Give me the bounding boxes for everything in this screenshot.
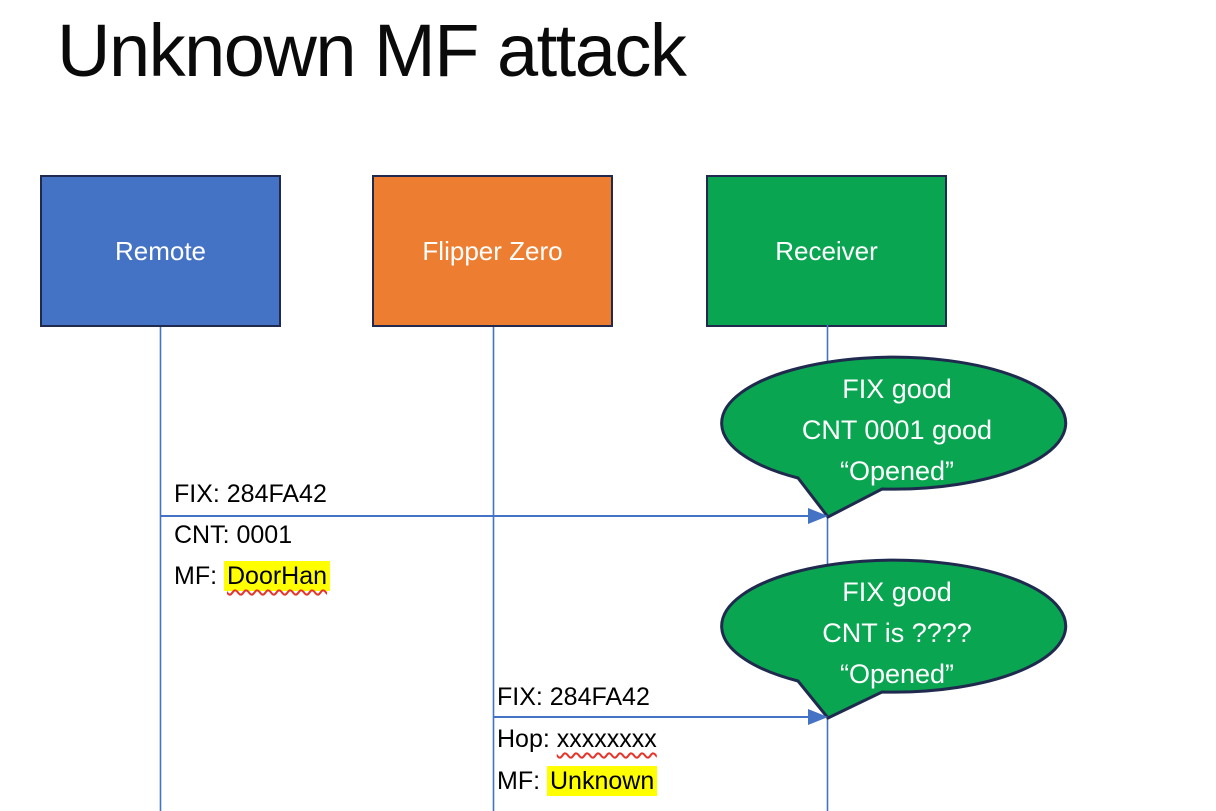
message-1-mf-highlighted-value: DoorHan xyxy=(224,561,331,591)
callout-bubble-2 xyxy=(720,558,1068,720)
slide-title: Unknown MF attack xyxy=(57,9,687,92)
message-2-arrowhead xyxy=(808,709,828,725)
callout-1-line-2: CNT 0001 good xyxy=(801,415,993,445)
callout-1-line-3: “Opened” xyxy=(839,456,955,486)
message-1-arrowhead xyxy=(808,508,828,524)
message-1-line-mf: MF: DoorHan xyxy=(174,556,331,597)
callout-2-line-2: CNT is ???? xyxy=(822,618,972,648)
message-2-line-mf: MF: Unknown xyxy=(497,760,658,802)
callout-2-line-1: FIX good xyxy=(842,577,952,607)
callout-bubble-1 xyxy=(720,355,1068,519)
callout-1-line-1: FIX good xyxy=(842,374,952,404)
message-2-line-fix: FIX: 284FA42 xyxy=(497,683,650,711)
message-2-line-hop: Hop: xxxxxxxx xyxy=(497,718,657,760)
message-2-label: FIX: 284FA42 Hop: xxxxxxxx MF: Unknown xyxy=(497,676,658,802)
message-2-mf-prefix: MF: xyxy=(497,767,547,795)
message-1-line-fix: FIX: 284FA42 xyxy=(174,480,327,508)
actor-label-remote: Remote xyxy=(114,235,207,266)
message-1-line-cnt: CNT: 0001 xyxy=(174,521,293,549)
message-1-mf-prefix: MF: xyxy=(174,562,224,590)
callout-2-line-3: “Opened” xyxy=(839,659,955,689)
message-1-label: FIX: 284FA42 CNT: 0001 MF: DoorHan xyxy=(174,474,331,597)
message-2-hop-misspelled-value: xxxxxxxx xyxy=(556,725,657,753)
actor-label-flipper-zero: Flipper Zero xyxy=(422,235,563,266)
message-2-mf-highlighted-value: Unknown xyxy=(547,766,658,796)
actor-box-flipper-zero: Flipper Zero xyxy=(372,175,613,327)
callout-1-text: FIX good CNT 0001 good “Opened” xyxy=(722,369,1072,492)
actor-box-receiver: Receiver xyxy=(706,175,947,327)
actor-label-receiver: Receiver xyxy=(775,235,878,266)
message-2-hop-prefix: Hop: xyxy=(497,725,557,753)
callout-2-text: FIX good CNT is ???? “Opened” xyxy=(722,572,1072,695)
actor-box-remote: Remote xyxy=(40,175,281,327)
